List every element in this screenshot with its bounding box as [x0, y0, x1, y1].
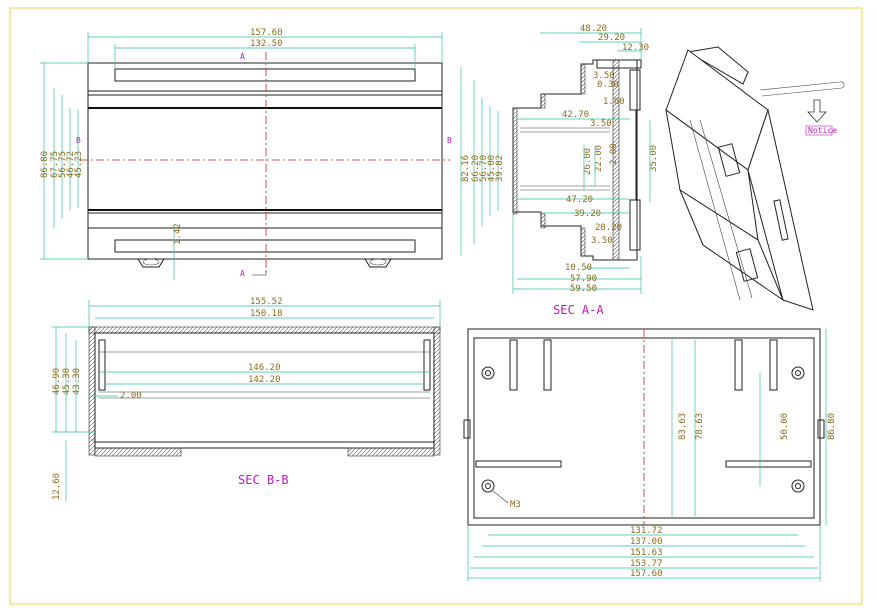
dim-bb-w1: 155.52: [250, 297, 283, 307]
section-aa-title: SEC A-A: [553, 303, 604, 317]
dim-aa-top2: 29.20: [598, 33, 625, 43]
dim-front-w1: 157.60: [250, 28, 283, 38]
dim-aa-r5: 2.00: [609, 143, 619, 165]
dim-aa-r1: 3.50: [593, 71, 615, 81]
dim-bot-w2: 137.00: [630, 537, 663, 547]
dim-aa-lh1: 82.16: [461, 155, 471, 182]
hole-label: M3: [510, 500, 521, 510]
dim-bot-h3: 50.00: [780, 413, 790, 440]
front-view: A A B B: [76, 52, 452, 278]
dim-front-h4: 46.72: [66, 151, 76, 178]
dim-aa-top3: 12.30: [622, 43, 649, 53]
dim-bb-h1: 46.90: [52, 368, 62, 395]
dim-aa-lh2: 66.20: [471, 155, 481, 182]
dim-aa-v2: 22.00: [594, 145, 604, 172]
dim-aa-m3: 39.20: [574, 209, 601, 219]
dim-aa-b3: 59.50: [570, 284, 597, 294]
dim-bot-w5: 157.60: [630, 569, 663, 579]
down-arrow-icon: [807, 99, 827, 123]
dim-front-h3: 56.75: [58, 151, 68, 178]
bottom-dimensions: 83.63 78.63 50.00 86.80 131.72 137.00 15…: [467, 329, 837, 582]
dim-bb-h4: 12.60: [52, 473, 62, 500]
section-mark-a-bottom: A: [240, 269, 245, 278]
dim-aa-r3: 1.60: [603, 97, 625, 107]
dim-bot-h1: 83.63: [678, 413, 688, 440]
dim-bb-h3: 43.30: [72, 368, 82, 395]
section-bb-view: [88, 326, 441, 457]
section-mark-b-left: B: [76, 136, 81, 145]
sheet-border: [9, 7, 863, 605]
section-mark-b-right: B: [447, 136, 452, 145]
dim-front-w2: 132.50: [250, 39, 283, 49]
isometric-view: Notice: [665, 46, 845, 311]
dim-bb-t: 2.00: [120, 391, 142, 401]
section-bb-title: SEC B-B: [238, 473, 289, 487]
mount-hole-icon: [481, 366, 495, 380]
bottom-view: M3: [463, 328, 825, 526]
dim-aa-top1: 48.20: [580, 24, 607, 34]
dim-aa-v1: 26.00: [583, 148, 593, 175]
dim-bb-h2: 45.30: [62, 368, 72, 395]
dim-aa-v3: 35.00: [649, 145, 659, 172]
dim-bot-w3: 151.63: [630, 548, 663, 558]
dim-front-h5: 45.23: [74, 151, 84, 178]
dim-bot-w4: 153.77: [630, 559, 663, 569]
dim-aa-m2: 47.20: [566, 195, 593, 205]
mount-hole-icon: [791, 366, 805, 380]
dim-aa-b1: 10.50: [565, 263, 592, 273]
dim-aa-r2: 0.30: [597, 80, 619, 90]
dim-aa-lh4: 45.00: [487, 155, 497, 182]
dim-aa-lh5: 39.82: [495, 155, 505, 182]
section-aa-view: [512, 59, 642, 261]
mount-hole-icon: [791, 479, 805, 493]
dim-front-h2: 67.75: [50, 151, 60, 178]
section-aa-dimensions: 48.20 29.20 12.30 3.50 0.30 1.60 42.70 3…: [460, 24, 659, 317]
dim-aa-b2: 57.90: [570, 274, 597, 284]
dim-bb-w4: 142.20: [248, 375, 281, 385]
dim-front-small: 1.42: [173, 223, 183, 245]
front-dimensions: 157.60 132.50 86.80 67.75 56.75 46.72 45…: [40, 28, 443, 280]
dim-bb-w3: 146.20: [248, 363, 281, 373]
dim-bot-w1: 131.72: [630, 526, 663, 536]
dim-aa-m5: 3.50: [591, 236, 613, 246]
dim-bot-h2: 78.63: [695, 413, 705, 440]
section-bb-dimensions: 155.52 150.18 146.20 142.20 2.00 46.90 4…: [52, 297, 441, 502]
mount-hole-icon: [481, 479, 495, 493]
dim-aa-lh3: 56.70: [479, 155, 489, 182]
dim-bot-h4: 86.80: [827, 413, 837, 440]
dim-bb-w2: 150.18: [250, 309, 283, 319]
dim-aa-r4: 3.50: [590, 119, 612, 129]
dim-aa-m1: 42.70: [562, 110, 589, 120]
dim-aa-m4: 20.20: [595, 223, 622, 233]
notice-label: Notice: [808, 126, 837, 135]
section-mark-a-top: A: [240, 52, 245, 61]
dim-front-h1: 86.80: [40, 151, 50, 178]
